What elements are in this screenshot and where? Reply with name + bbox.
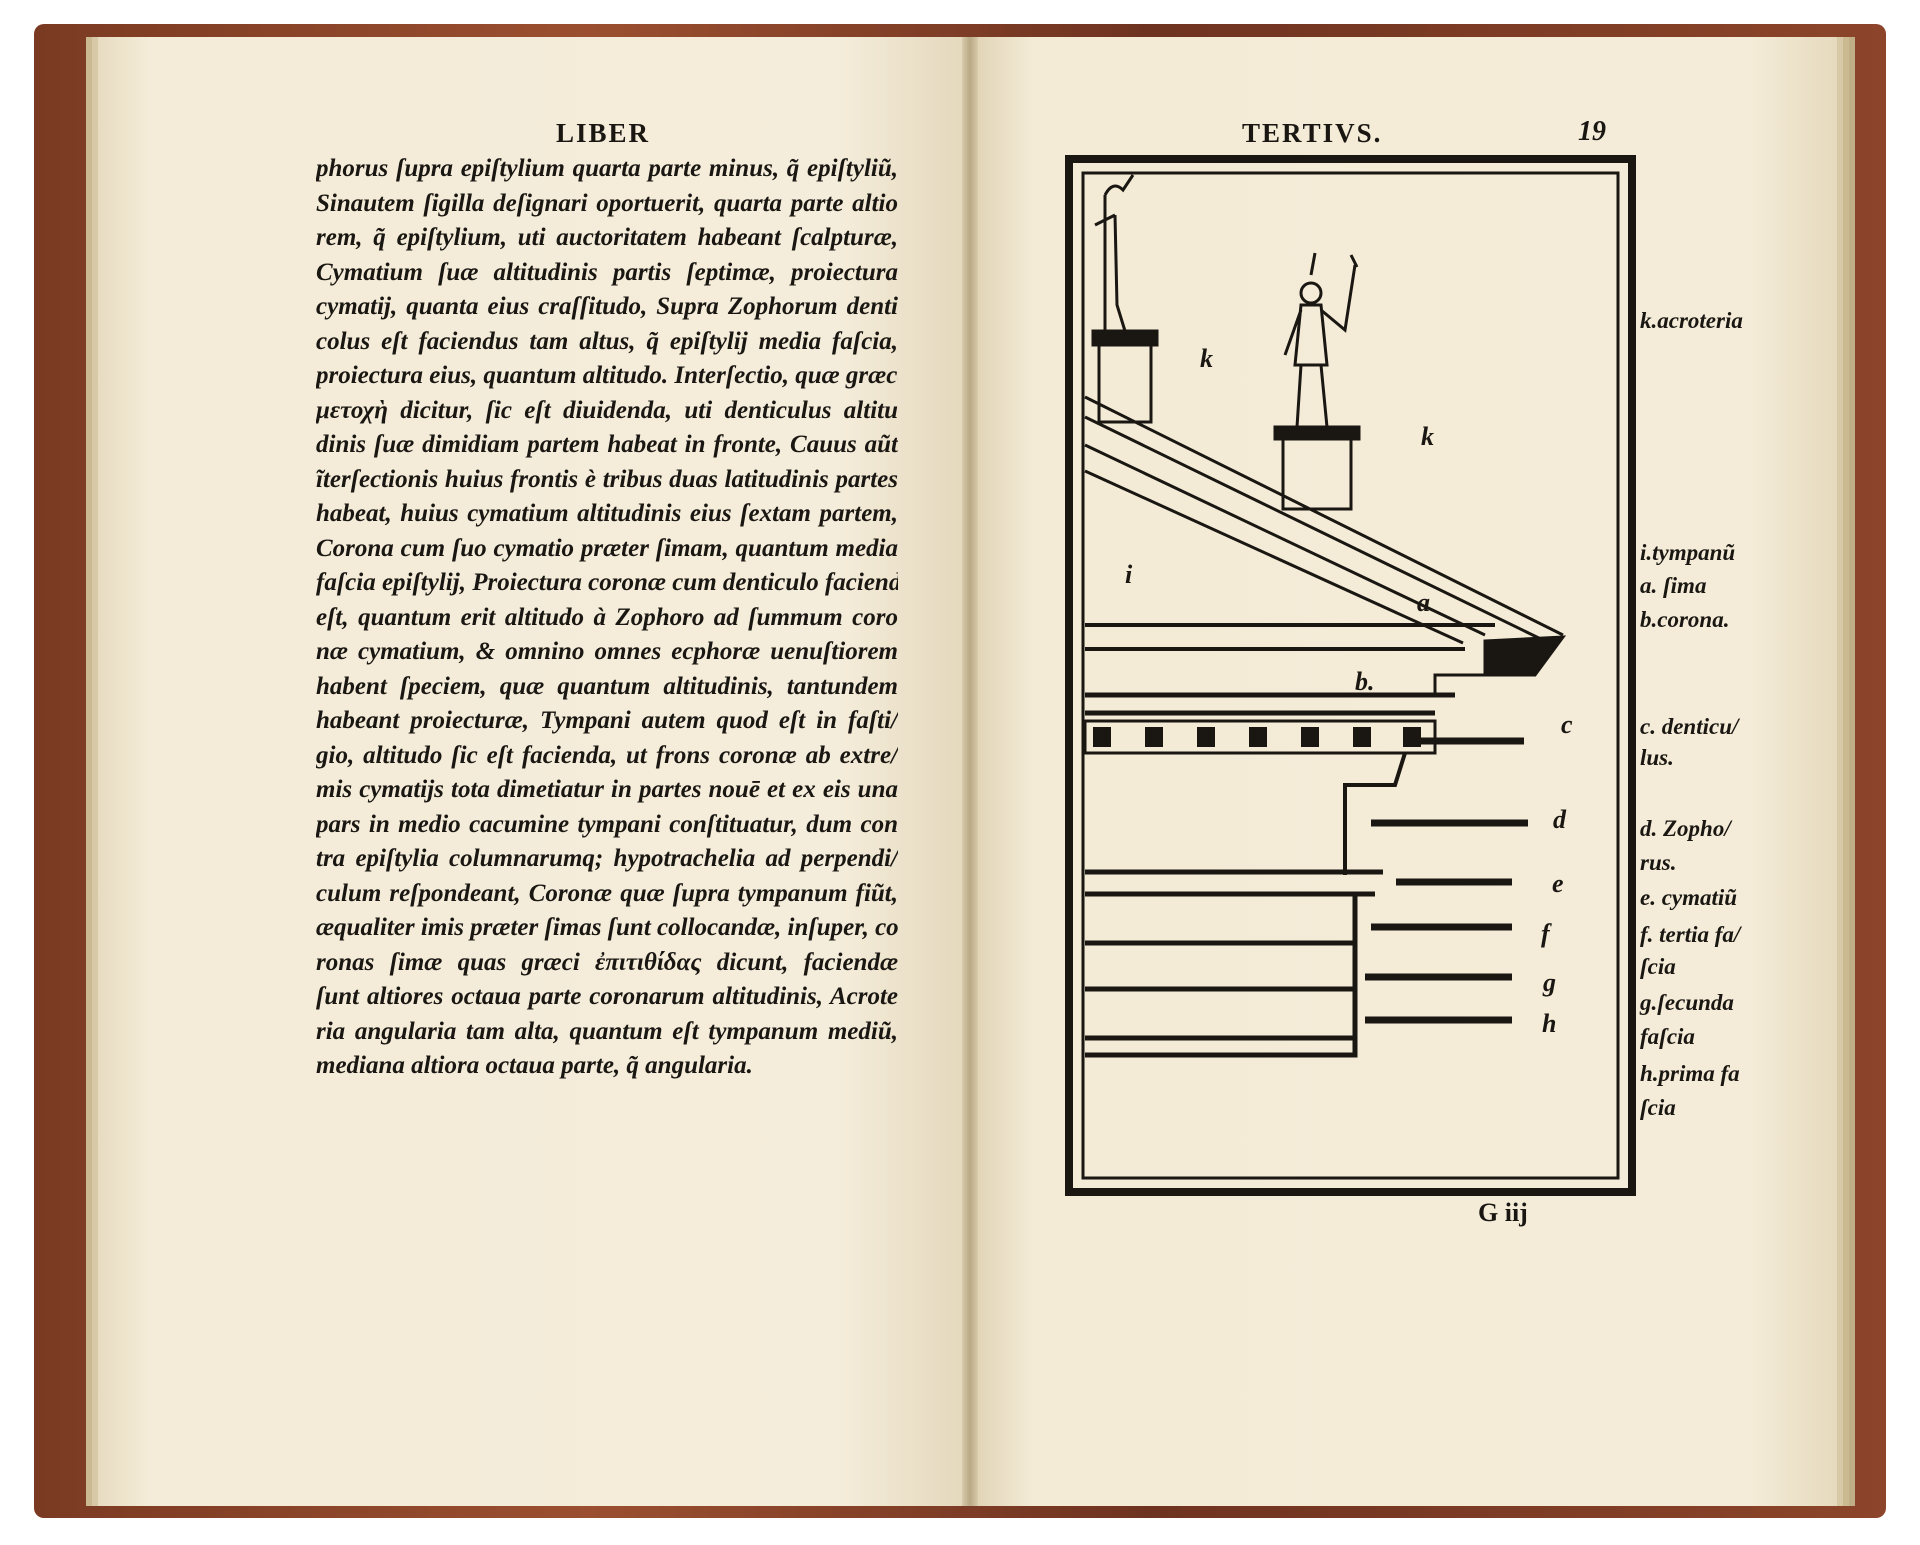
- corona: [1085, 692, 1455, 716]
- signature-mark: G iij: [1478, 1198, 1528, 1227]
- text-line: ſunt altiores octaua parte coronarum alt…: [316, 983, 898, 1010]
- sima-profile: [1483, 635, 1567, 677]
- figure-letter-d: d: [1553, 805, 1567, 834]
- text-line: μετοχὴ dicitur, ſic eſt diuidenda, uti d…: [316, 396, 898, 424]
- fasciae: [1085, 894, 1358, 1058]
- legend-entry: ſcia: [1640, 1095, 1676, 1120]
- text-line: tra epiſtylia columnarumq; hypotrachelia…: [316, 845, 898, 872]
- horizontal-cornice: [1085, 623, 1495, 651]
- text-line: proiectura eius, quantum altitudo. Inter…: [316, 362, 898, 389]
- legend-entry: ſcia: [1640, 954, 1676, 979]
- legend-entry: faſcia: [1640, 1024, 1695, 1049]
- text-line: colus eſt faciendus tam altus, q̃ epiſty…: [316, 327, 898, 355]
- legend-entry: c. denticu/: [1640, 714, 1739, 739]
- text-line: pars in medio cacumine tympani conſtitua…: [316, 810, 898, 838]
- legend-entry: a. ſima: [1640, 573, 1707, 598]
- legend-entry: lus.: [1640, 745, 1674, 770]
- legend-entry: h.prima fa: [1640, 1061, 1740, 1086]
- figure-letter-h: h: [1542, 1009, 1556, 1038]
- text-line: Corona cum ſuo cymatio præter ſimam, qua…: [316, 534, 898, 562]
- text-line: rem, q̃ epiſtylium, uti auctoritatem hab…: [316, 224, 898, 251]
- legend-entry: b.corona.: [1640, 607, 1730, 632]
- figure-letter-a: a: [1417, 588, 1430, 617]
- legend-entry: rus.: [1640, 850, 1677, 875]
- raking-cornice: [1084, 395, 1564, 645]
- text-line: gio, altitudo ſic eſt facienda, ut frons…: [316, 741, 898, 769]
- label-leader-lines: [1365, 737, 1528, 1024]
- figure-letter-f: f: [1541, 919, 1552, 948]
- text-line: ĩterſectionis huius frontis è tribus dua…: [316, 465, 898, 493]
- text-line: habeat, huius cymatium altitudinis eius …: [316, 500, 898, 527]
- figure-inner-frame: [1081, 171, 1620, 1180]
- text-line: ria angularia tam alta, quantum eſt tymp…: [316, 1017, 898, 1045]
- figure-outer-frame: [1065, 155, 1636, 1196]
- text-line: Cymatium ſuæ altitudinis partis ſeptimæ,…: [316, 258, 898, 286]
- text-line: mediana altiora octaua parte, q̃ angular…: [316, 1052, 753, 1079]
- text-line: dinis ſuæ dimidiam partem habeat in fron…: [316, 431, 898, 458]
- acroterion-statue-left: [1094, 174, 1135, 332]
- legend-entry: g.ſecunda: [1640, 990, 1734, 1015]
- running-head-right: TERTIVS.: [1242, 118, 1383, 148]
- dentil-blocks: [1093, 727, 1421, 747]
- text-line: habeant proiecturæ, Tympani autem quod e…: [316, 707, 898, 734]
- acroterion-pedestal-left: [1097, 343, 1153, 424]
- legend-entry: i.tympanũ: [1640, 540, 1736, 565]
- text-line: æqualiter imis præter ſimas ſunt colloca…: [316, 914, 898, 941]
- figure-letter-g: g: [1542, 968, 1556, 997]
- legend-entry: e. cymatiũ: [1640, 885, 1738, 910]
- acroterion-statue-center: [1283, 252, 1359, 428]
- figure-letter-i: i: [1125, 560, 1133, 589]
- legend-entry: k.acroteria: [1640, 308, 1743, 333]
- text-line: habent ſpeciem, quæ quantum altitudinis,…: [316, 672, 898, 700]
- text-line: Sinautem ſigilla deſignari oportuerit, q…: [316, 189, 898, 217]
- frieze-edge: [1343, 752, 1407, 875]
- text-line: næ cymatium, & omnino omnes ecphoræ uenu…: [316, 638, 898, 665]
- text-line: cymatij, quanta eius craſſitudo, Supra Z…: [316, 293, 898, 320]
- page-number: 19: [1578, 116, 1606, 147]
- acroterion-pedestal-center: [1281, 437, 1353, 511]
- cymatium: [1085, 869, 1383, 897]
- woodcut-figure-pediment: k k i a b. c d e f g h: [1065, 155, 1636, 1196]
- text-line: faſcia epiſtylij, Proiectura coronæ cum …: [316, 569, 898, 596]
- figure-letter-e: e: [1552, 869, 1564, 898]
- figure-letter-b: b.: [1355, 667, 1375, 696]
- dentils-band: [1083, 719, 1437, 755]
- legend-entry: f. tertia fa/: [1640, 922, 1741, 947]
- running-head-left: LIBER: [556, 118, 651, 148]
- text-line: culum reſpondeant, Coronæ quæ ſupra tymp…: [316, 879, 898, 907]
- figure-letter-k: k: [1200, 344, 1213, 373]
- text-line: mis cymatijs tota dimetiatur in partes n…: [316, 776, 898, 803]
- text-line: eſt, quantum erit altitudo à Zophoro ad …: [316, 603, 898, 631]
- legend-entry: d. Zopho/: [1640, 816, 1731, 841]
- book-gutter: [962, 37, 978, 1506]
- body-text: phorus ſupra epiſtylium quarta parte min…: [316, 152, 898, 1084]
- text-line: phorus ſupra epiſtylium quarta parte min…: [316, 155, 898, 182]
- text-line: ronas ſimæ quas græci ἐπιτιθίδας dicunt,…: [316, 948, 898, 976]
- figure-letter-c: c: [1561, 710, 1573, 739]
- left-page: [98, 37, 967, 1506]
- figure-letter-k: k: [1421, 422, 1434, 451]
